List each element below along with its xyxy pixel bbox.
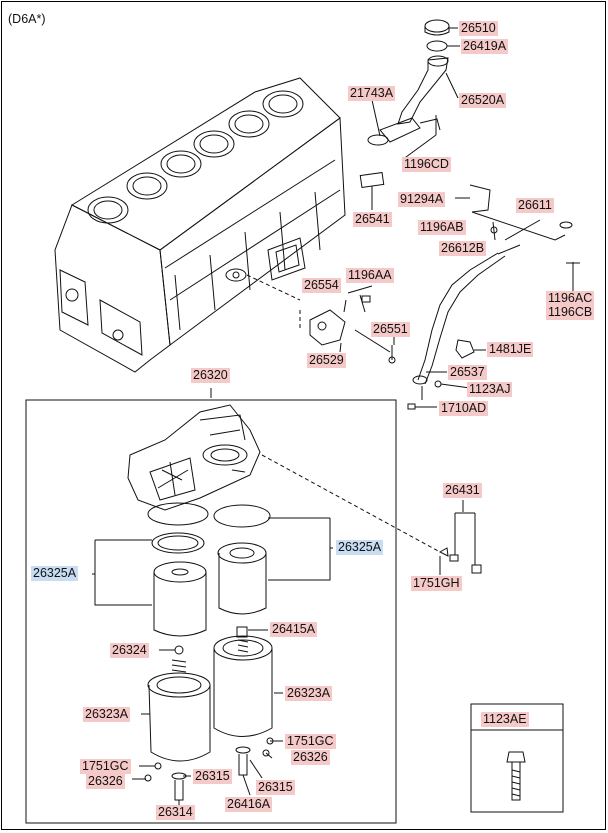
part-1196cd[interactable]: 1196CD — [402, 157, 451, 172]
part-1196aa[interactable]: 1196AA — [346, 268, 394, 283]
part-1481je[interactable]: 1481JE — [487, 342, 534, 357]
part-21743a[interactable]: 21743A — [348, 86, 396, 101]
part-1123ae[interactable]: 1123AE — [481, 712, 529, 727]
part-26315-left[interactable]: 26315 — [193, 769, 232, 784]
engine-block-drawing — [54, 77, 346, 373]
part-26324[interactable]: 26324 — [110, 643, 149, 658]
part-91294a[interactable]: 91294A — [398, 192, 446, 207]
bracket-drawing — [246, 274, 396, 364]
part-26554[interactable]: 26554 — [302, 278, 341, 293]
part-26537[interactable]: 26537 — [448, 365, 487, 380]
part-26325a-left[interactable]: 26325A — [31, 566, 79, 581]
part-26314[interactable]: 26314 — [156, 805, 195, 820]
part-26541[interactable]: 26541 — [353, 212, 392, 227]
part-26551[interactable]: 26551 — [371, 322, 410, 337]
part-26520a[interactable]: 26520A — [459, 93, 507, 108]
part-26431[interactable]: 26431 — [443, 483, 482, 498]
part-1196ab[interactable]: 1196AB — [418, 220, 466, 235]
part-26415a[interactable]: 26415A — [270, 622, 318, 637]
part-26419a[interactable]: 26419A — [461, 39, 509, 54]
engine-code: (D6A*) — [8, 12, 46, 26]
part-26320[interactable]: 26320 — [191, 368, 230, 383]
part-26612b[interactable]: 26612B — [439, 241, 487, 256]
part-26323a-right[interactable]: 26323A — [285, 686, 333, 701]
part-1751gc-left[interactable]: 1751GC — [80, 759, 131, 774]
part-26325a-right[interactable]: 26325A — [336, 540, 384, 555]
filter-assembly-drawing — [92, 404, 441, 805]
part-26323a-left[interactable]: 26323A — [83, 707, 131, 722]
part-1196cb[interactable]: 1196CB — [546, 305, 595, 320]
part-26326-left[interactable]: 26326 — [86, 774, 125, 789]
part-1710ad[interactable]: 1710AD — [439, 401, 489, 416]
part-1751gh[interactable]: 1751GH — [411, 576, 462, 591]
bolt-inset-drawing — [470, 703, 564, 813]
part-26326-right[interactable]: 26326 — [291, 750, 330, 765]
part-26529[interactable]: 26529 — [307, 353, 346, 368]
part-26315-right[interactable]: 26315 — [256, 780, 295, 795]
part-26416a[interactable]: 26416A — [225, 797, 273, 812]
dipstick-drawing — [359, 171, 580, 410]
part-26611[interactable]: 26611 — [516, 198, 554, 213]
part-26510[interactable]: 26510 — [459, 21, 498, 36]
part-1123aj[interactable]: 1123AJ — [467, 382, 513, 397]
pressure-sender-drawing — [438, 500, 482, 575]
oil-filler-drawing — [367, 19, 460, 161]
part-1751gc-right[interactable]: 1751GC — [285, 734, 336, 749]
part-1196ac[interactable]: 1196AC — [546, 291, 595, 306]
filter-assembly-box — [25, 399, 397, 824]
